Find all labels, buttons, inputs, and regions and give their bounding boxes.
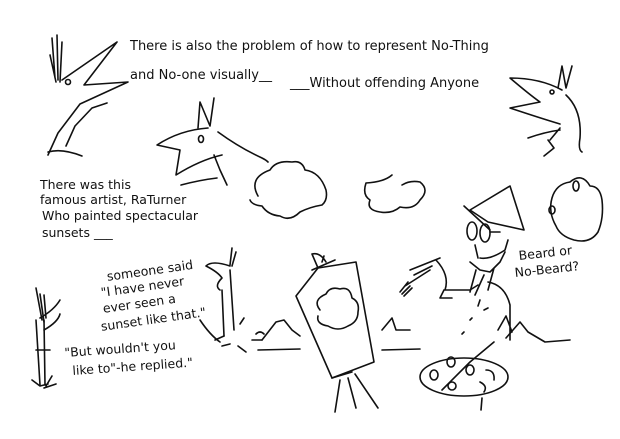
palette-icon (419, 341, 509, 411)
cloud-small (363, 174, 426, 214)
bird-head-right (509, 65, 583, 157)
cloud-large (249, 160, 328, 220)
story-line-2: famous artist, RaTurner (40, 192, 187, 207)
story-line-4: sunsets ___ (42, 225, 113, 240)
no-signature-glyph (47, 34, 129, 157)
thin-figure-left (31, 287, 61, 389)
bird-head-center (156, 97, 269, 186)
cloud-right (548, 177, 604, 242)
painter-figure (409, 185, 525, 341)
thin-figure-center (199, 247, 265, 353)
easel (295, 252, 379, 413)
caption-line-3: ___Without offending Anyone (290, 76, 480, 91)
caption-line-2: and No-one visually__ (130, 68, 272, 83)
mountains (257, 317, 571, 351)
story-line-1: There was this (40, 177, 131, 192)
story-line-3: Who painted spectacular (42, 208, 199, 223)
caption-line-1: There is also the problem of how to repr… (130, 39, 489, 54)
paintbrush-icon (399, 269, 431, 297)
